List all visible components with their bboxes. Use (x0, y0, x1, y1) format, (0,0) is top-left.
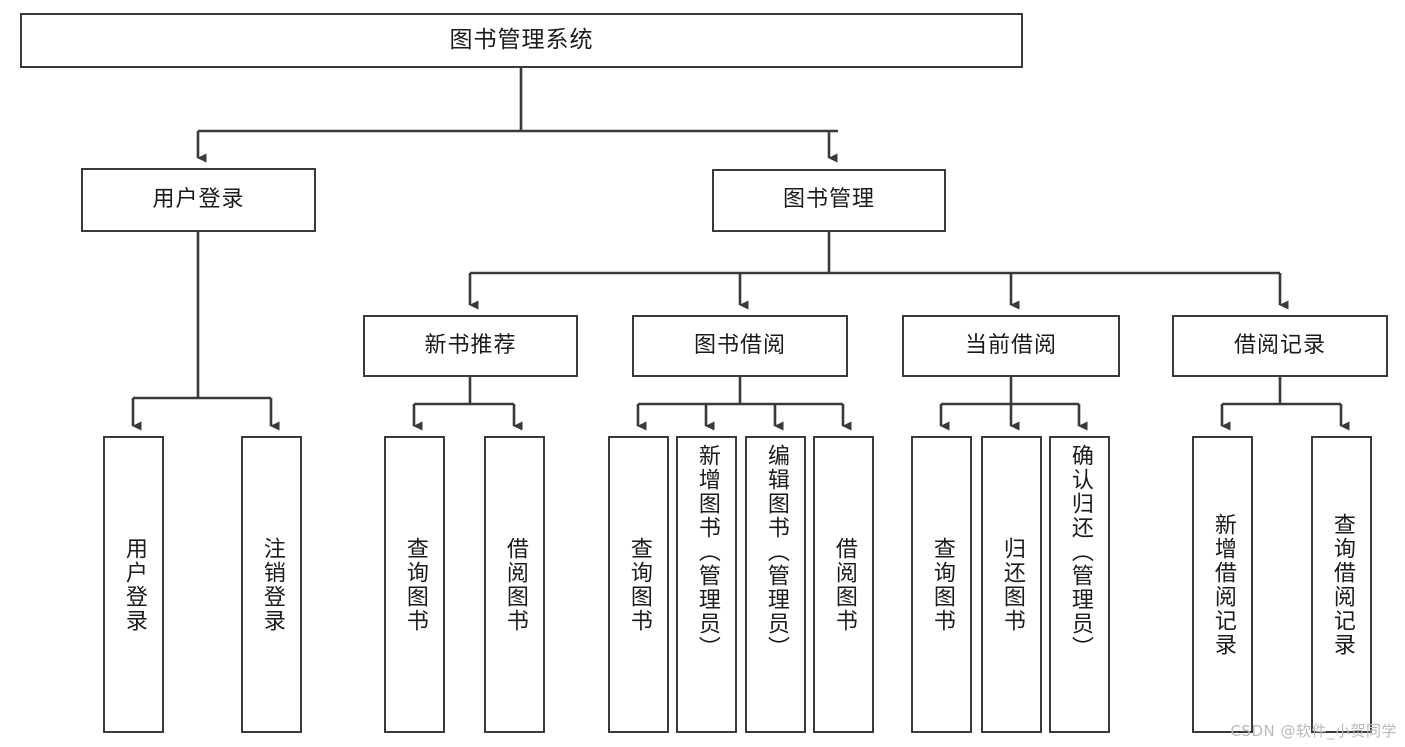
leaf-query-borrow-record-label: 查询借阅记录 (1329, 512, 1355, 657)
leaf-add-borrow-record[interactable]: 新增借阅记录 (1192, 436, 1253, 733)
node-root-system[interactable]: 图书管理系统 (20, 13, 1023, 68)
leaf-return-book[interactable]: 归还图书 (981, 436, 1042, 733)
leaf-edit-book-admin-label: 编辑图书（管理员） (763, 444, 789, 660)
leaf-borrow-book-recommend-label: 借阅图书 (502, 536, 528, 633)
leaf-confirm-return-admin[interactable]: 确认归还（管理员） (1049, 436, 1110, 733)
leaf-return-book-label: 归还图书 (999, 536, 1025, 633)
leaf-edit-book-admin[interactable]: 编辑图书（管理员） (745, 436, 806, 733)
leaf-user-login-label: 用户登录 (121, 536, 147, 633)
node-current-borrow[interactable]: 当前借阅 (902, 315, 1120, 377)
leaf-query-book-current-label: 查询图书 (929, 536, 955, 633)
leaf-borrow-book[interactable]: 借阅图书 (813, 436, 874, 733)
node-borrow-record-label: 借阅记录 (1233, 332, 1326, 358)
leaf-query-book-recommend[interactable]: 查询图书 (384, 436, 445, 733)
node-root-label: 图书管理系统 (449, 26, 594, 53)
node-user-login-label: 用户登录 (152, 186, 245, 212)
leaf-user-login[interactable]: 用户登录 (103, 436, 164, 733)
leaf-logout[interactable]: 注销登录 (241, 436, 302, 733)
leaf-confirm-return-admin-label: 确认归还（管理员） (1067, 444, 1093, 660)
node-new-book-recommend[interactable]: 新书推荐 (363, 315, 578, 377)
node-book-borrow[interactable]: 图书借阅 (632, 315, 848, 377)
leaf-query-book-borrow-label: 查询图书 (626, 536, 652, 633)
node-new-book-recommend-label: 新书推荐 (424, 332, 517, 358)
node-book-management-label: 图书管理 (782, 187, 875, 213)
leaf-query-book-current[interactable]: 查询图书 (911, 436, 972, 733)
node-current-borrow-label: 当前借阅 (964, 332, 1057, 358)
node-book-borrow-label: 图书借阅 (693, 332, 786, 358)
leaf-borrow-book-label: 借阅图书 (831, 536, 857, 633)
node-book-management[interactable]: 图书管理 (712, 169, 946, 232)
leaf-query-book-borrow[interactable]: 查询图书 (608, 436, 669, 733)
leaf-add-book-admin[interactable]: 新增图书（管理员） (676, 436, 737, 733)
leaf-add-book-admin-label: 新增图书（管理员） (694, 444, 720, 660)
watermark-text: CSDN @软件_小贺同学 (1230, 722, 1397, 740)
leaf-query-book-recommend-label: 查询图书 (402, 536, 428, 633)
leaf-borrow-book-recommend[interactable]: 借阅图书 (484, 436, 545, 733)
node-borrow-record[interactable]: 借阅记录 (1172, 315, 1388, 377)
leaf-logout-label: 注销登录 (259, 536, 285, 633)
leaf-query-borrow-record[interactable]: 查询借阅记录 (1311, 436, 1372, 733)
leaf-add-borrow-record-label: 新增借阅记录 (1210, 512, 1236, 657)
node-user-login[interactable]: 用户登录 (81, 168, 316, 232)
